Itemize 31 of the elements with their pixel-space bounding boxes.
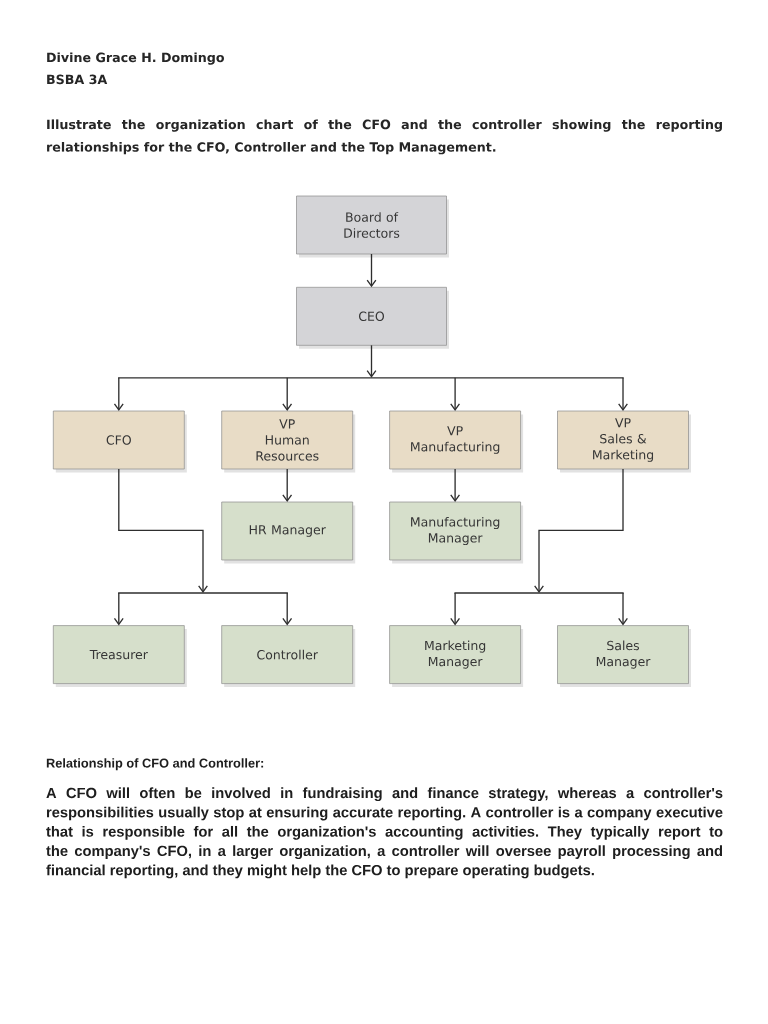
position-box: VP Manufacturing xyxy=(389,410,524,473)
position-box: VP Sales & Marketing xyxy=(557,410,691,473)
connector-arrow xyxy=(618,592,628,626)
position-box: VP Human Resources xyxy=(221,410,356,473)
position-box: CEO xyxy=(296,286,449,349)
position-box: Marketing Manager xyxy=(389,625,524,688)
connector-line xyxy=(118,468,288,594)
connector-arrow xyxy=(450,377,461,411)
connector-arrow xyxy=(113,377,124,411)
connector-arrow xyxy=(282,592,293,626)
position-box: Controller xyxy=(221,625,356,688)
body-paragraph: A CFO will often be involved in fundraising and finance strategy, whereas a controller's responsibilities usually stop at ensuring accurate reporting. A controller is a company executive that is responsible for all the organization's accounting activities. They typically report to the company's CFO, in a larger organization, a controller will oversee payroll processing and financial reporting, and they might help the CFO to prepare operating budgets. xyxy=(46,787,723,879)
position-box: Treasurer xyxy=(52,625,187,688)
class-section: BSBA 3A xyxy=(47,74,108,85)
section-heading: Relationship of CFO and Controller: xyxy=(46,758,264,771)
connector-arrow xyxy=(282,468,293,502)
connector-line xyxy=(454,468,624,594)
connector-line xyxy=(118,344,624,379)
connector-arrow xyxy=(366,253,377,288)
instruction-text: Illustrate the organization chart of the CFO and the controller showing the reporting relationships for the CFO, Controller and the Top Management. xyxy=(47,119,722,155)
position-box: Manufacturing Manager xyxy=(389,501,524,564)
connector-arrow xyxy=(113,592,124,626)
connector-arrow xyxy=(450,468,461,502)
position-box: Board of Directors xyxy=(296,195,449,258)
connector-arrow xyxy=(282,377,293,411)
position-box: CFO xyxy=(52,410,187,473)
position-box: HR Manager xyxy=(221,501,356,564)
connector-arrow xyxy=(618,377,628,411)
position-box: Sales Manager xyxy=(557,625,691,688)
connector-arrow xyxy=(450,592,461,626)
author-name: Divine Grace H. Domingo xyxy=(47,52,224,65)
